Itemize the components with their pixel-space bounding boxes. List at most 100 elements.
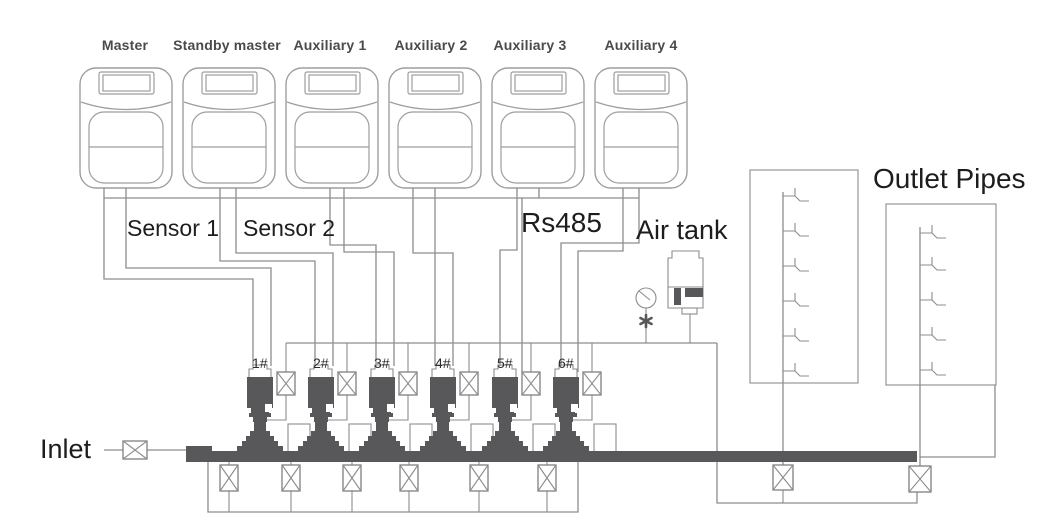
pump-label-1: 1# xyxy=(252,355,268,371)
controller-body xyxy=(491,67,585,189)
discharge-valves xyxy=(276,371,602,396)
control-wire-pump6-b xyxy=(560,198,640,366)
pump-coupling-notch xyxy=(387,404,394,412)
controller-screen xyxy=(98,71,155,95)
controller-label-auxiliary-3: Auxiliary 3 xyxy=(493,37,566,53)
gauge-valve-asterisk xyxy=(639,313,653,329)
controller-wire-stubs xyxy=(219,188,237,198)
control-wire-pump5-a xyxy=(499,198,518,366)
controller-screen-inner xyxy=(411,74,460,92)
pump-cap xyxy=(493,364,517,377)
pump-unit-3 xyxy=(359,364,405,452)
gate-valve-icon xyxy=(908,465,932,493)
controller-auxiliary-3 xyxy=(491,67,585,198)
pump-label-4: 4# xyxy=(435,355,451,371)
controller-cap-line xyxy=(286,101,378,111)
gate-valve-icon xyxy=(219,464,239,492)
controller-screen-inner xyxy=(308,74,357,92)
pump-label-3: 3# xyxy=(374,355,390,371)
inlet-assembly xyxy=(104,440,188,460)
check-valve-icon xyxy=(398,371,418,396)
pump-coupling-notch xyxy=(571,404,578,412)
pump-body xyxy=(298,377,344,452)
rs485-label: Rs485 xyxy=(521,207,602,238)
riser1-tap-fittings xyxy=(783,188,809,377)
controller-body xyxy=(388,67,482,189)
pump-unit-5 xyxy=(482,364,528,452)
check-valve-icon xyxy=(276,371,296,396)
valve-pump-connectors xyxy=(266,395,593,421)
pump-cap xyxy=(554,364,578,377)
controller-label-master: Master xyxy=(102,37,149,53)
check-valve-icon xyxy=(337,371,357,396)
check-valve-icon xyxy=(521,371,541,396)
riser2-tap-fittings xyxy=(920,225,946,376)
controller-screen-inner xyxy=(617,74,666,92)
pump-coupling-notch xyxy=(448,404,455,412)
control-wire-pump2-b xyxy=(235,198,334,366)
control-wire-pump2-a xyxy=(219,198,316,366)
gate-valve-icon xyxy=(281,464,301,492)
controller-cap-line xyxy=(595,101,687,111)
controller-body xyxy=(182,67,276,189)
controller-wire-stubs xyxy=(516,188,540,198)
controller-cap-line xyxy=(492,101,584,111)
inlet-label: Inlet xyxy=(40,434,92,464)
pump-unit-6 xyxy=(543,364,589,452)
controller-screen-inner xyxy=(514,74,563,92)
controller-wire-stubs xyxy=(103,188,127,198)
controller-screen-inner xyxy=(205,74,254,92)
controller-screen xyxy=(304,71,361,95)
control-wire-pump6-a xyxy=(577,198,624,372)
valve-drop-tubes xyxy=(285,343,593,372)
pump-label-6: 6# xyxy=(558,355,574,371)
pump-body xyxy=(420,377,466,452)
controller-auxiliary-1 xyxy=(285,67,379,198)
manifold-bar xyxy=(186,451,917,462)
pump-cap xyxy=(309,364,333,377)
air-tank-assembly xyxy=(635,250,704,343)
riser2-outlet-connector xyxy=(920,385,996,458)
controller-wire-stubs xyxy=(329,188,345,198)
controller-label-standby-master: Standby master xyxy=(173,37,281,53)
controller-master xyxy=(79,67,173,198)
pump-unit-1 xyxy=(237,364,283,452)
controller-auxiliary-4 xyxy=(594,67,688,198)
pressure-gauge-icon xyxy=(635,287,657,343)
controller-label-auxiliary-4: Auxiliary 4 xyxy=(604,37,677,53)
outlet-pipes-label: Outlet Pipes xyxy=(873,163,1026,194)
controller-body xyxy=(285,67,379,189)
pump-label-5: 5# xyxy=(497,355,513,371)
controller-screen xyxy=(613,71,670,95)
control-wire-pump3-b xyxy=(343,198,395,366)
suction-loop xyxy=(207,462,579,513)
pump-body xyxy=(482,377,528,452)
control-wire-pump4-a xyxy=(412,198,454,366)
air-tank-body xyxy=(667,250,704,309)
controller-screen xyxy=(510,71,567,95)
control-wire-pump1-a xyxy=(103,198,254,366)
gate-valve-icon xyxy=(342,464,362,492)
pump-coupling-notch xyxy=(265,404,272,412)
control-wire-pump1-b xyxy=(125,198,272,366)
controller-wire-stubs xyxy=(622,188,640,198)
outlet-riser-piping xyxy=(716,169,997,504)
pump-cap xyxy=(248,364,272,377)
controller-auxiliary-2 xyxy=(388,67,482,198)
air-tank-label: Air tank xyxy=(636,215,728,245)
check-valve-icon xyxy=(459,371,479,396)
controller-body xyxy=(79,67,173,189)
controller-cap-line xyxy=(183,101,275,111)
manifold-inlet-lip xyxy=(186,446,212,452)
gate-valve-icon xyxy=(772,464,794,491)
base-frame xyxy=(593,423,617,453)
controller-wire-stubs xyxy=(412,188,436,198)
controller-label-auxiliary-2: Auxiliary 2 xyxy=(394,37,467,53)
sensor2-label: Sensor 2 xyxy=(243,215,335,241)
pump-units xyxy=(237,364,589,452)
outlet-riser-zone-1 xyxy=(749,169,859,384)
pump-cap xyxy=(431,364,455,377)
controller-cap-line xyxy=(80,101,172,111)
suction-loop-line xyxy=(207,462,579,513)
